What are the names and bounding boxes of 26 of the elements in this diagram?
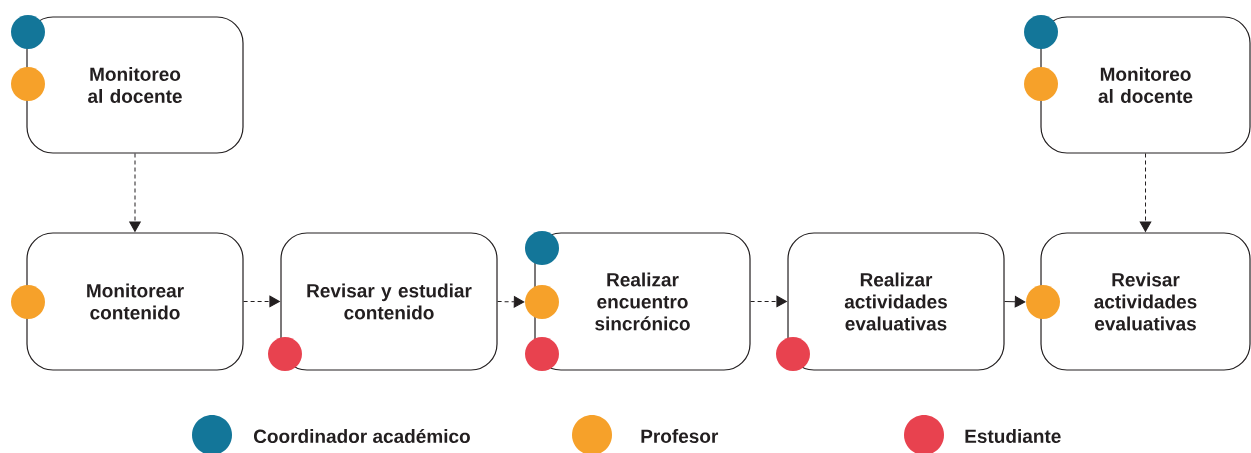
arrow [1004, 296, 1026, 308]
process-box: Revisar actividades evaluativas [1040, 232, 1251, 371]
legend-label: Coordinador académico [254, 428, 470, 444]
legend-label: Estudiante [965, 429, 1061, 443]
process-box: Monitorear contenido [26, 232, 244, 371]
role-dot [11, 285, 45, 319]
arrow [750, 295, 787, 308]
role-dot [525, 337, 559, 371]
role-dot [525, 285, 559, 319]
role-dot [268, 337, 302, 371]
arrow [1139, 153, 1152, 232]
role-dot [11, 67, 45, 101]
role-dot [11, 15, 45, 49]
process-box: Realizar actividades evaluativas [787, 232, 1005, 371]
process-box: Revisar y estudiar contenido [280, 232, 498, 371]
role-dot [1024, 15, 1058, 49]
legend-label: Profesor [641, 429, 719, 443]
arrow [243, 295, 280, 308]
process-box: Monitoreo al docente [1040, 16, 1251, 154]
arrow [497, 296, 525, 308]
arrow [129, 153, 141, 232]
role-dot [525, 231, 559, 265]
process-box: Monitoreo al docente [26, 16, 244, 154]
role-dot [1024, 67, 1058, 101]
role-dot [1026, 285, 1060, 319]
role-dot [776, 337, 810, 371]
